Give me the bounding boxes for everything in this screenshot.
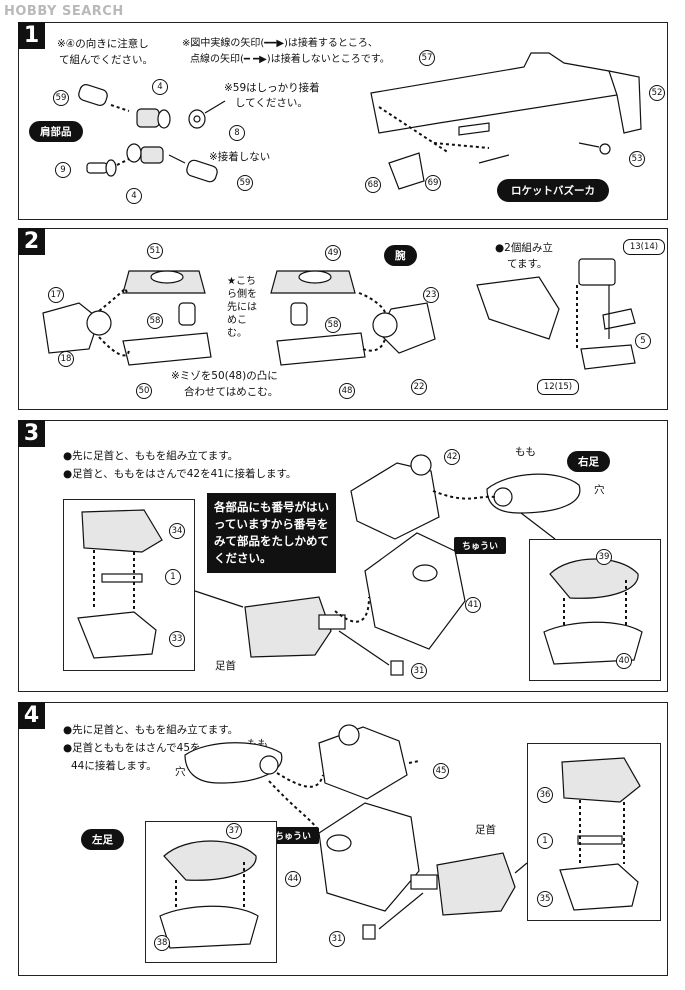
step3-thigh-label: もも [515,446,536,458]
part-label-35: 35 [537,891,553,907]
step1-note-right-2: 点線の矢印(━ ━▶)は接着しないところです。 [190,54,390,65]
part-8 [188,109,206,129]
part-label-40: 40 [616,653,632,669]
arm-assembled-parts [476,258,636,370]
part-label-13-14: 13(14) [623,239,665,255]
part-label-69: 69 [425,175,441,191]
part-label-5: 5 [635,333,651,349]
part-label-31-b: 31 [329,931,345,947]
step1-glue-firmly-1: ※59はしっかり接着 [224,82,320,94]
step4-hole-label: 穴 [175,766,186,778]
step1-panel: 1 ※④の向きに注意し て組んでください。 ※図中実線の矢印(━━▶)は接着する… [18,22,668,220]
shoulder-assembly-illustration [78,52,642,190]
step2-panel: 2 腕 ●2個組み立 てます。 ★こちら側を先にはめこむ。 ※ミゾを50(48)… [18,228,668,410]
step3-ankle-label: 足首 [215,660,236,672]
step3-line-1: ●先に足首と、ももを組み立てます。 [63,450,239,462]
shoulder-parts-badge: 肩部品 [29,121,83,142]
part-label-9: 9 [55,162,71,178]
part-label-58-a: 58 [147,313,163,329]
watermark: HOBBY SEARCH [4,4,124,19]
part-label-23: 23 [423,287,439,303]
arm-assembly-illustration [42,258,636,370]
part-label-48: 48 [339,383,355,399]
rocket-bazooka-badge: ロケットバズーカ [497,179,609,202]
step4-line-2: ●足首とももをはさんで45を [63,742,201,754]
left-ankle-inset-illustration [559,757,641,911]
part-label-68: 68 [365,177,381,193]
ankle-inset-illustration [77,509,163,659]
part-label-18: 18 [58,351,74,367]
step3-line-2: ●足首と、ももをはさんで42を41に接着します。 [63,468,297,480]
part-59-lower [186,159,218,183]
part-label-12-15: 12(15) [537,379,579,395]
step3-hole-label: 穴 [594,484,605,496]
part-label-58-b: 58 [325,317,341,333]
step1-note-right-1: ※図中実線の矢印(━━▶)は接着するところ、 [182,38,378,49]
part-label-41: 41 [465,597,481,613]
part-label-31-a: 31 [411,663,427,679]
part-label-51: 51 [147,243,163,259]
step3-caution-tag: ちゅうい [454,537,507,554]
part-label-44: 44 [285,871,301,887]
rocket-bazooka-illustration [370,52,642,190]
part-label-50: 50 [136,383,152,399]
part-label-45: 45 [433,763,449,779]
part-4-upper [136,108,171,129]
arm-right-parts [270,270,436,366]
step4-line-3: 44に接着します。 [71,760,157,772]
part-label-37: 37 [226,823,242,839]
left-leg-illustration [184,724,528,940]
right-leg-badge: 右足 [567,451,610,472]
part-label-52: 52 [649,85,665,101]
step3-number: 3 [18,420,45,447]
step3-notice-box: 各部品にも番号がはい っていますから番号を みて部品をたしかめて ください。 [207,493,336,573]
step1-no-glue: ※接着しない [209,151,271,163]
step1-note-left-1: ※④の向きに注意し [57,38,149,50]
step4-ankle-label: 足首 [475,824,496,836]
step2-side-note: ★こちら側を先にはめこむ。 [227,276,257,339]
step1-note-left-2: て組んでください。 [59,54,153,66]
step2-two-sets-2: てます。 [507,258,548,270]
step1-glue-firmly-2: してください。 [235,97,308,109]
step3-ankle-inset [63,499,195,671]
part-label-36: 36 [537,787,553,803]
part-label-8: 8 [229,125,245,141]
part-label-33: 33 [169,631,185,647]
right-leg-illustration [194,454,581,676]
step2-two-sets-1: ●2個組み立 [495,242,553,254]
part-label-4-a: 4 [152,79,168,95]
part-label-49: 49 [325,245,341,261]
part-label-38: 38 [154,935,170,951]
part-label-17: 17 [48,287,64,303]
part-label-53: 53 [629,151,645,167]
part-label-22: 22 [411,379,427,395]
part-label-34: 34 [169,523,185,539]
part-59-upper [78,84,108,106]
part-label-1-a: 1 [165,569,181,585]
step2-number: 2 [18,228,45,255]
arm-badge: 腕 [384,245,417,266]
part-label-59-a: 59 [53,90,69,106]
left-leg-badge: 左足 [81,829,124,850]
step3-panel: 3 ●先に足首と、ももを組み立てます。 ●足首と、ももをはさんで42を41に接着… [18,420,668,692]
part-label-39: 39 [596,549,612,565]
step2-groove-note-1: ※ミゾを50(48)の凸に [171,370,278,382]
arm-left-parts [42,270,212,366]
part-label-59-b: 59 [237,175,253,191]
step4-number: 4 [18,702,45,729]
step4-line-1: ●先に足首と、ももを組み立てます。 [63,724,239,736]
part-label-57: 57 [419,50,435,66]
step2-groove-note-2: 合わせてはめこむ。 [184,386,279,398]
part-label-1-b: 1 [537,833,553,849]
step1-number: 1 [18,22,45,49]
step3-thigh-inset [529,539,661,681]
step4-panel: 4 ●先に足首と、ももを組み立てます。 ●足首とももをはさんで45を 44に接着… [18,702,668,976]
part-9 [86,159,117,177]
thigh-inset-illustration [543,558,643,665]
part-4-lower [126,143,164,164]
part-label-42: 42 [444,449,460,465]
step4-caution-tag: ちゅうい [267,827,320,844]
left-thigh-inset-illustration [159,840,259,949]
part-label-4-b: 4 [126,188,142,204]
